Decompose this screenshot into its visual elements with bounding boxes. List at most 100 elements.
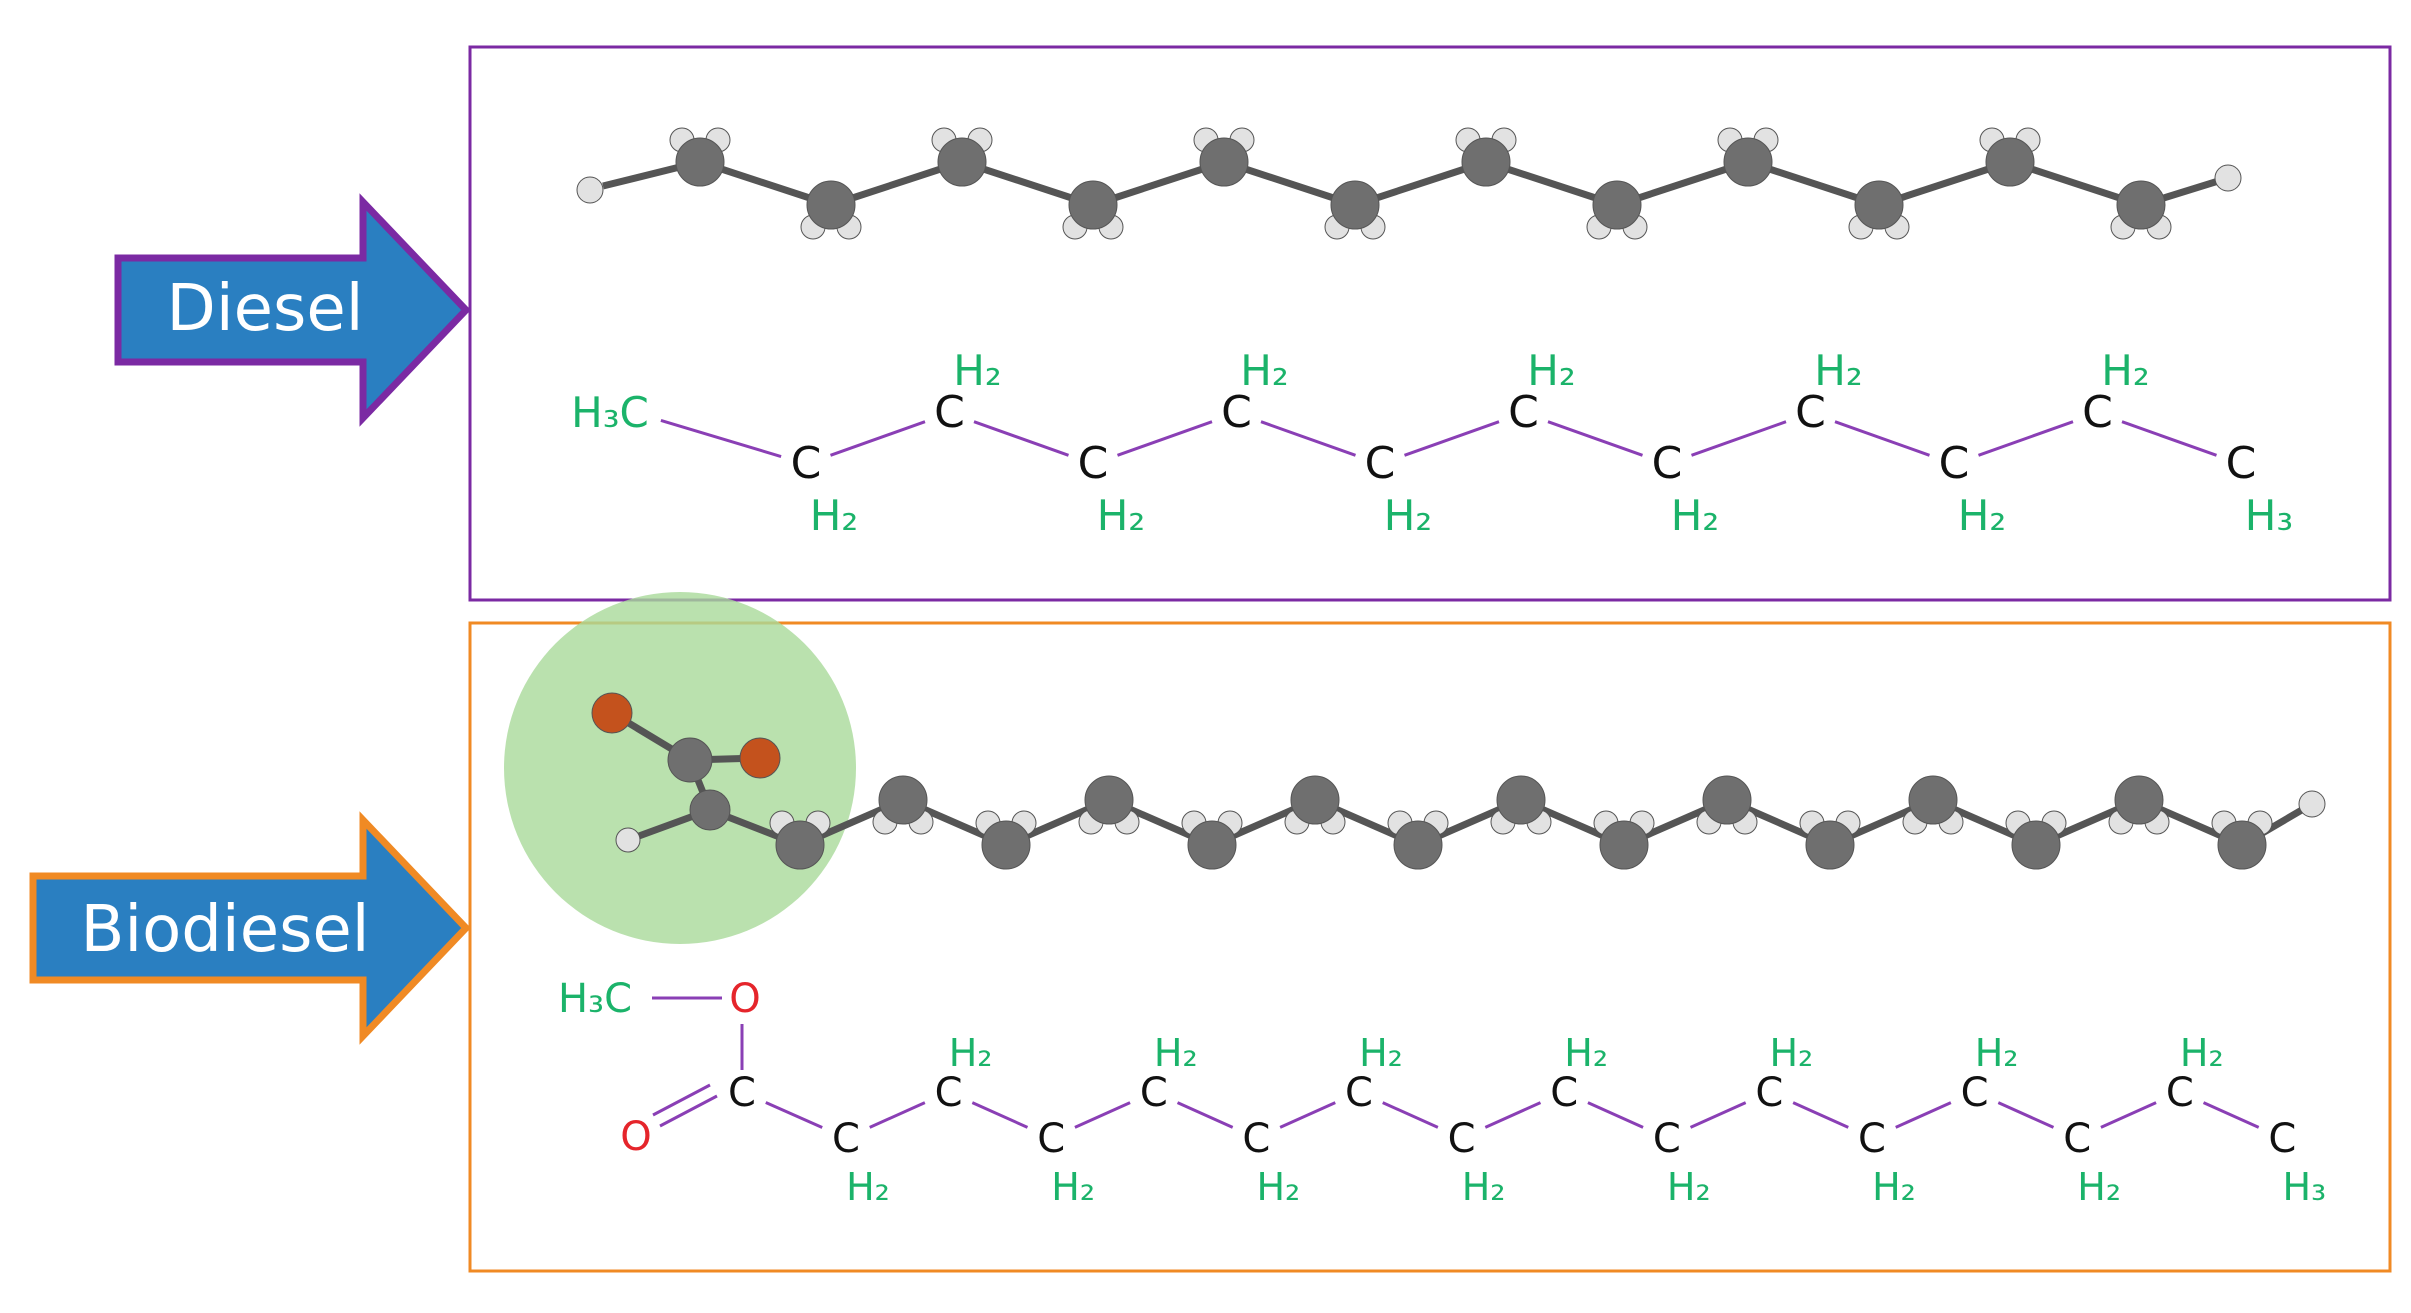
diesel-bond: [1834, 420, 1931, 457]
carbon-atom: [2011, 820, 2061, 870]
carbon-atom: [981, 820, 1031, 870]
biodiesel-bond: [1792, 1101, 1849, 1129]
carbon-atom: [1854, 180, 1904, 230]
carbon-label: C: [791, 438, 822, 489]
ch2-group-top: H₂: [1154, 1031, 1198, 1075]
methyl-group: H₃C: [571, 388, 649, 437]
carbon-label: C: [934, 387, 965, 438]
carbon-atom: [775, 820, 825, 870]
biodiesel-panel: [468, 621, 2392, 1273]
ch2-group-bottom: H₂: [1097, 491, 1145, 540]
ch2-group-top: H₂: [1769, 1031, 1813, 1075]
carbon-atom: [937, 137, 987, 187]
ester-oxygen: O: [729, 976, 760, 1022]
carbon-label: C: [1078, 438, 1109, 489]
carbon-label: C: [1652, 438, 1683, 489]
carbon-label: C: [1037, 1116, 1065, 1162]
carbon-atom: [1290, 775, 1340, 825]
carbon-atom: [2114, 775, 2164, 825]
biodiesel-bond: [1279, 1101, 1336, 1129]
carbonyl-double-bond: [659, 1094, 718, 1128]
ch2-group-top: H₂: [949, 1031, 993, 1075]
carbon-atom: [1723, 137, 1773, 187]
biodiesel-bond: [1895, 1101, 1952, 1129]
carbon-atom: [1805, 820, 1855, 870]
carbon-atom: [1908, 775, 1958, 825]
oxygen-atom: [591, 692, 633, 734]
biodiesel-bond: [1587, 1101, 1644, 1129]
biodiesel-bond: [1074, 1101, 1131, 1129]
carbon-label: C: [935, 1070, 963, 1116]
ch2-group-bottom: H₂: [1462, 1165, 1506, 1209]
ch2-group-bottom: H₂: [2077, 1165, 2121, 1209]
ch2-group-top: H₂: [1240, 346, 1288, 395]
hydrogen-atom: [576, 176, 604, 204]
carbon-atom: [1393, 820, 1443, 870]
ch3-group: H₃: [2245, 491, 2293, 540]
biodiesel-bond: [1689, 1101, 1747, 1129]
diesel-bond: [1977, 420, 2074, 457]
diesel-arrow: Diesel: [114, 193, 471, 427]
carbon-label: C: [2082, 387, 2113, 438]
biodiesel-bond: [2100, 1101, 2157, 1129]
ch2-group-bottom: H₂: [1667, 1165, 1711, 1209]
biodiesel-bond: [971, 1101, 1029, 1129]
diesel-bond: [1260, 420, 1357, 457]
hydrogen-atom: [2298, 790, 2326, 818]
carbon-label: C: [1939, 438, 1970, 489]
carbon-atom: [1461, 137, 1511, 187]
diesel-ball-stick-model: [576, 127, 2242, 240]
carbon-label: C: [1345, 1070, 1373, 1116]
diesel-bond: [973, 420, 1070, 457]
carbon-atom: [1199, 137, 1249, 187]
ch2-group-top: H₂: [1564, 1031, 1608, 1075]
carbonyl-carbon: C: [728, 1070, 756, 1116]
carbon-atom: [667, 737, 713, 783]
carbon-label: C: [2166, 1070, 2194, 1116]
carbon-label: C: [1508, 387, 1539, 438]
carbon-label: C: [2268, 1116, 2296, 1162]
methoxy-methyl: H₃C: [558, 976, 632, 1022]
carbonyl-double-bond: [652, 1083, 711, 1117]
carbon-label: C: [832, 1116, 860, 1162]
carbon-atom: [806, 180, 856, 230]
ch2-group-bottom: H₂: [846, 1165, 890, 1209]
ch2-group-bottom: H₂: [1051, 1165, 1095, 1209]
ch2-group-top: H₂: [1359, 1031, 1403, 1075]
ch2-group-top: H₂: [2180, 1031, 2224, 1075]
diesel-bond: [1547, 420, 1644, 457]
ch2-group-top: H₂: [953, 346, 1001, 395]
hydrogen-atom: [2214, 164, 2242, 192]
biodiesel-bond: [765, 1101, 823, 1129]
diesel-bond: [1403, 420, 1500, 457]
carbon-atom: [1084, 775, 1134, 825]
diesel-arrow-shape: [114, 193, 471, 427]
oxygen-atom: [739, 737, 781, 779]
carbon-label: C: [1365, 438, 1396, 489]
carbon-atom: [1330, 180, 1380, 230]
carbon-atom: [1702, 775, 1752, 825]
carbon-atom: [1592, 180, 1642, 230]
diesel-bond: [2121, 420, 2218, 457]
hydrogen-atom: [615, 827, 641, 853]
carbon-atom: [1599, 820, 1649, 870]
carbon-label: C: [1755, 1070, 1783, 1116]
carbon-label: C: [1140, 1070, 1168, 1116]
carbon-atom: [1985, 137, 2035, 187]
carbon-label: C: [1221, 387, 1252, 438]
biodiesel-bond: [1176, 1101, 1234, 1129]
carbon-label: C: [1795, 387, 1826, 438]
diesel-label: Diesel: [167, 272, 364, 346]
carbon-atom: [1068, 180, 1118, 230]
ch2-group-top: H₂: [2101, 346, 2149, 395]
carbonyl-oxygen: O: [620, 1114, 651, 1160]
diesel-bond: [829, 420, 926, 457]
biodiesel-arrow-shape: [29, 811, 471, 1045]
carbon-atom: [2217, 820, 2267, 870]
carbon-label: C: [1858, 1116, 1886, 1162]
carbon-atom: [2116, 180, 2166, 230]
diesel-bond: [660, 419, 782, 458]
